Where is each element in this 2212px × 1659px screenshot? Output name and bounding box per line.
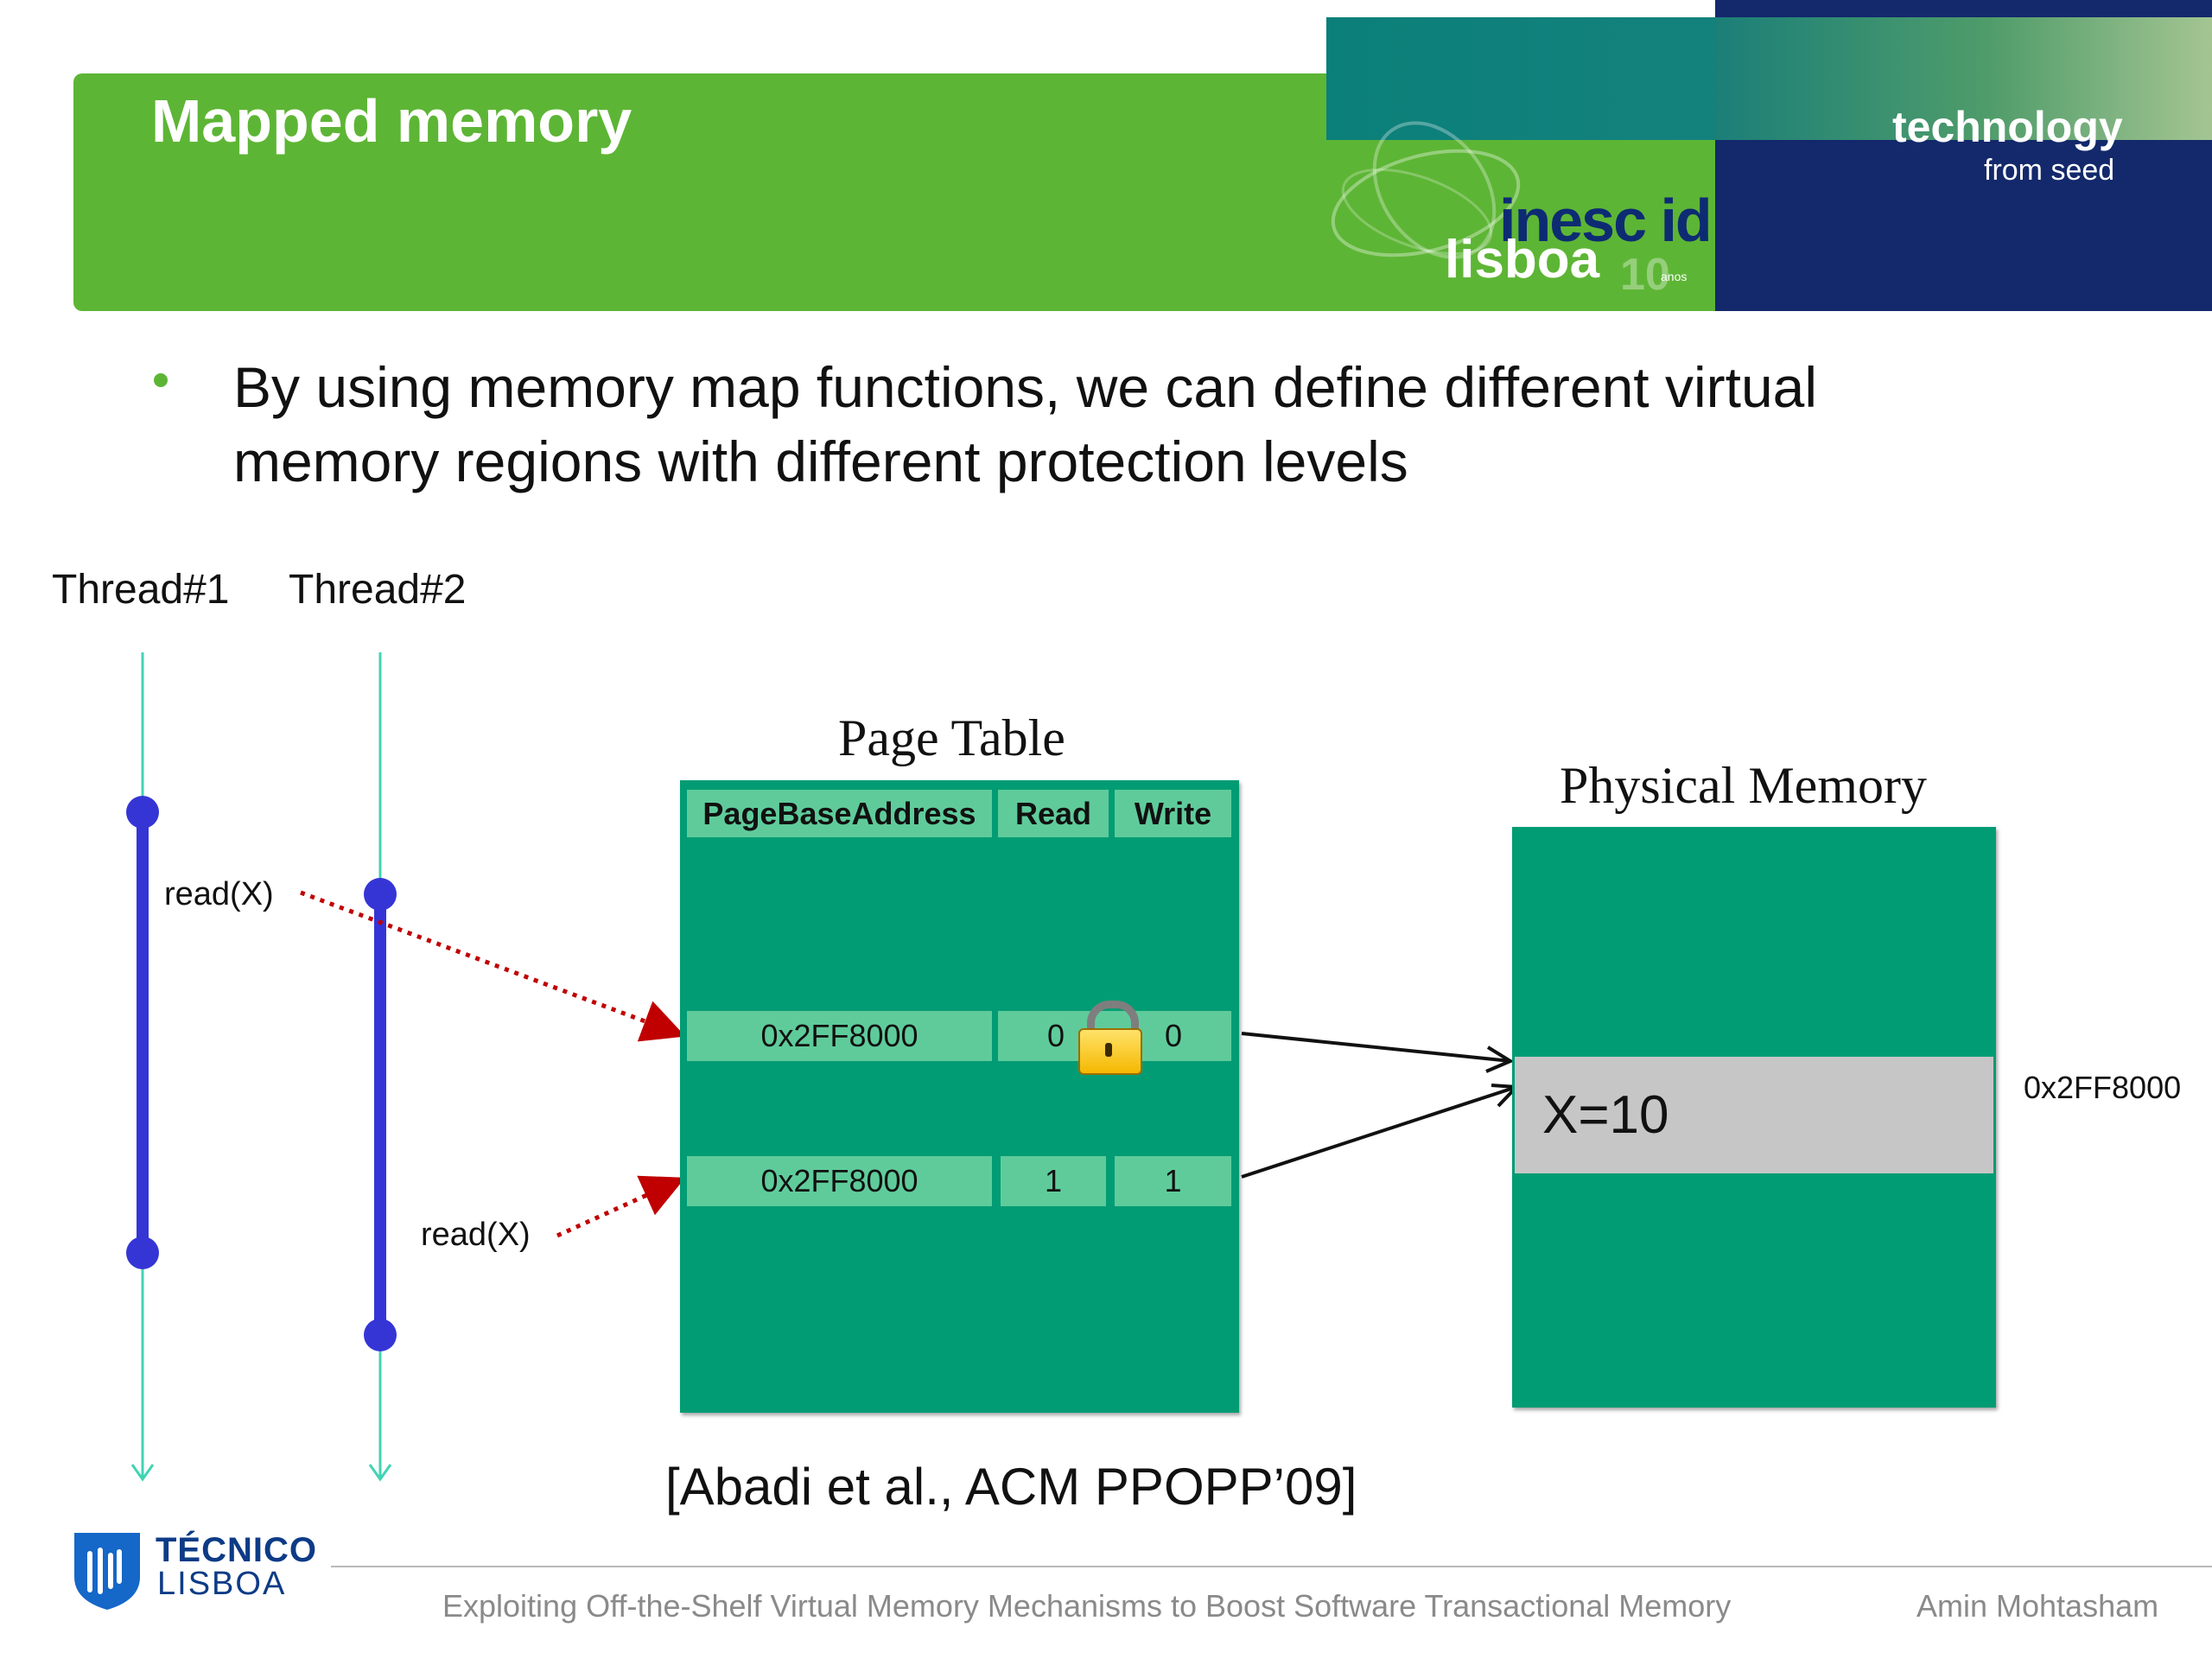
page-table-row-1-write: 0 (1165, 1018, 1183, 1053)
inesc-orbit-logo-icon (1331, 121, 1521, 259)
thread-1-read-arrow (300, 890, 686, 1042)
anos-mark: anos (1661, 270, 1688, 283)
thread-2-read-call: read(X) (421, 1217, 531, 1253)
page-table-row-1-read: 0 (1047, 1018, 1065, 1053)
page-table-row-1-address: 0x2FF8000 (687, 1011, 992, 1061)
thread-1-label: Thread#1 (52, 567, 230, 613)
page-table-header-read: Read (998, 790, 1109, 837)
physical-memory-slot (1515, 1057, 1993, 1173)
ten-years-mark: 10 (1620, 250, 1670, 300)
page-table (680, 780, 1239, 1413)
thread-2-transaction-bar (364, 878, 397, 1351)
footer-divider (331, 1566, 2212, 1567)
lisboa-logo-text: lisboa (1445, 230, 1600, 289)
footer-title: Exploiting Off-the-Shelf Virtual Memory … (442, 1588, 1732, 1624)
brand-tagline-technology: technology (1892, 103, 2123, 151)
physical-memory-value: X=10 (1542, 1085, 1669, 1145)
physical-memory-title: Physical Memory (1560, 757, 1927, 814)
brand-tagline-from-seed: from seed (1984, 154, 2115, 187)
thread-2-read-arrow (556, 1175, 686, 1238)
page-table-header-write: Write (1115, 790, 1231, 837)
row-1-mapping-arrow (1241, 1032, 1515, 1073)
slide-title: Mapped memory (151, 87, 632, 155)
page-table-row-2-write: 1 (1115, 1156, 1231, 1206)
bullet-dot-icon (154, 373, 168, 387)
page-table-row-2-address: 0x2FF8000 (687, 1156, 992, 1206)
tecnico-logo-text: TÉCNICO (156, 1531, 317, 1569)
lock-shackle-icon (1087, 1001, 1139, 1043)
bullet-text: By using memory map functions, we can de… (233, 355, 1818, 493)
physical-memory-address: 0x2FF8000 (2024, 1070, 2182, 1105)
page-table-title: Page Table (838, 709, 1065, 766)
thread-1-transaction-bar (126, 796, 159, 1269)
citation: [Abadi et al., ACM PPOPP’09] (665, 1458, 1357, 1516)
tecnico-shield-icon (74, 1533, 140, 1610)
inesc-id-logo: inesc id (1499, 187, 1713, 254)
footer-author: Amin Mohtasham (1916, 1588, 2159, 1624)
thread-2-label: Thread#2 (289, 567, 467, 613)
lisboa-logo-subtext: LISBOA (157, 1566, 287, 1602)
lock-keyhole-icon (1105, 1043, 1112, 1057)
page-table-row-2-read: 1 (1001, 1156, 1106, 1206)
thread-1-read-call: read(X) (164, 876, 274, 912)
row-2-mapping-arrow (1241, 1084, 1521, 1179)
brand-gradient (1715, 17, 2212, 140)
page-table-header-address: PageBaseAddress (687, 790, 992, 837)
